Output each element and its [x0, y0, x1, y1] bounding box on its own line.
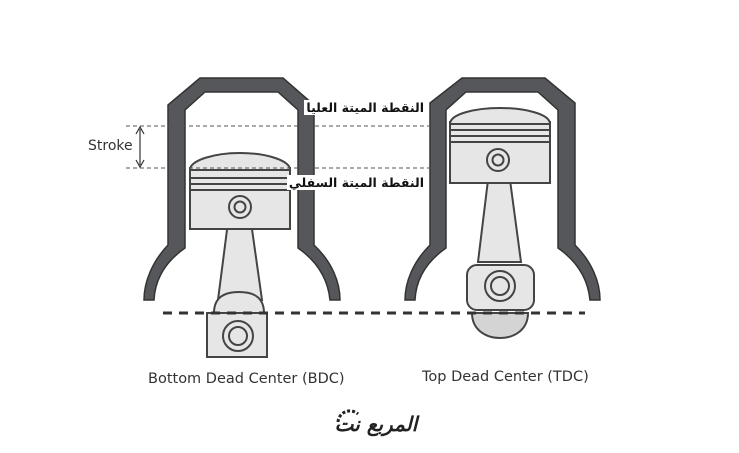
tdc-counterweight: [470, 312, 530, 340]
tdc-arabic-label: النقطة الميتة العليا: [304, 100, 426, 115]
bdc-rod-neck: [212, 290, 266, 314]
brand-logo: المربع نت: [328, 408, 424, 442]
bdc-arabic-label: النقطة الميتة السفلي: [286, 175, 426, 190]
tdc-connecting-rod: [476, 179, 523, 263]
bdc-crank-pin-inner: [228, 326, 248, 346]
stroke-arrow: [135, 125, 145, 169]
stroke-label: Stroke: [88, 138, 133, 154]
tdc-crank-pin-inner: [490, 276, 510, 296]
bdc-wrist-pin-inner: [233, 200, 247, 214]
tdc-caption: Top Dead Center (TDC): [422, 369, 589, 385]
bdc-caption: Bottom Dead Center (BDC): [148, 371, 345, 387]
tdc-engine: [404, 77, 601, 340]
bdc-piston-crown: [188, 151, 292, 171]
logo-speedometer-arc: [336, 409, 360, 423]
bdc-engine: [143, 77, 341, 358]
tdc-piston-crown: [448, 106, 552, 125]
bdc-connecting-rod: [216, 221, 264, 301]
tdc-wrist-pin-inner: [491, 153, 505, 167]
logo-text: المربع نت: [334, 412, 418, 436]
tdc-cylinder: [404, 77, 601, 301]
